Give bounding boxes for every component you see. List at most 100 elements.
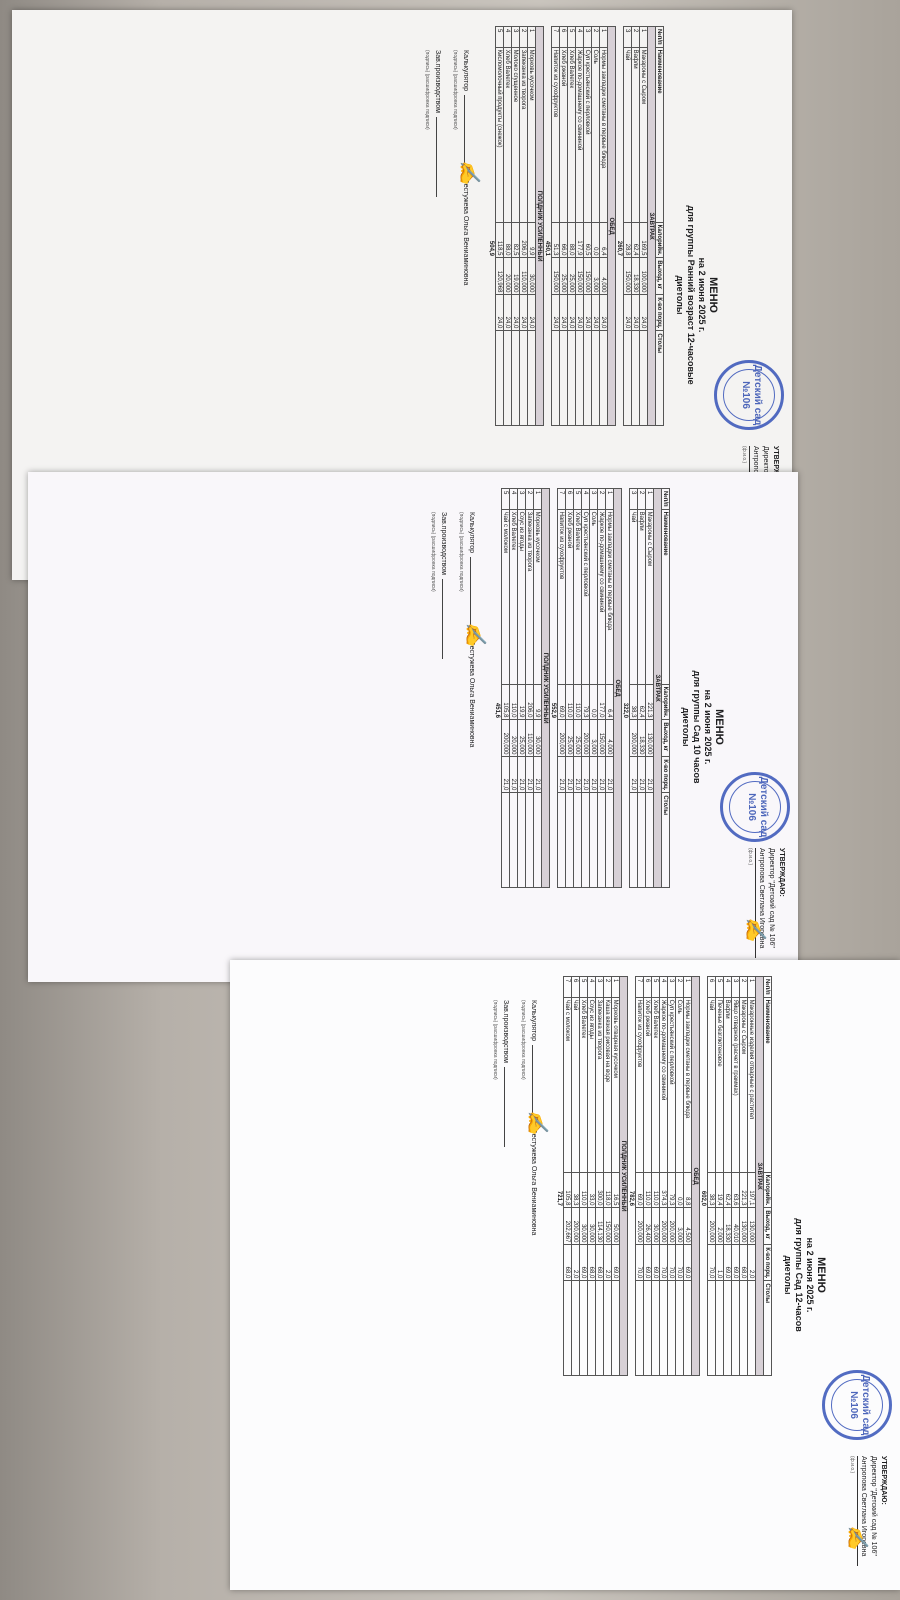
- calculator-label: Калькулятор: [462, 50, 469, 91]
- column-header: К-во порц.: [661, 756, 670, 793]
- table-cell: 25,000: [517, 719, 526, 757]
- table-cell-tables: [495, 330, 504, 426]
- table-cell: 24,0: [551, 294, 560, 331]
- table-cell: Чай: [707, 997, 716, 1173]
- table-cell: 5: [715, 976, 724, 998]
- table-cell: 2,0: [603, 1244, 612, 1281]
- section-total-row: 451,6: [494, 489, 502, 888]
- table-cell: Яйцо отварное (расчет в граммах): [731, 997, 740, 1173]
- table-cell: Хлеб Валетек: [573, 509, 582, 685]
- table-cell: 3: [517, 488, 526, 510]
- table-cell: 2,0: [747, 1244, 756, 1281]
- table-cell: 70,0: [635, 1244, 644, 1281]
- table-cell: 221,3: [739, 1172, 748, 1208]
- table-cell: 110,0: [643, 1172, 652, 1208]
- table-cell: Соус из ягоды: [587, 997, 596, 1173]
- table-cell: Макароны с Сыром: [645, 509, 654, 685]
- table-cell: 20,000: [509, 719, 518, 757]
- table-cell: 2: [631, 26, 640, 48]
- table-cell: 7: [551, 26, 560, 48]
- table-cell: 3: [667, 976, 676, 998]
- table-cell-tables: [559, 330, 568, 426]
- section-total-row: 552,9: [550, 489, 558, 888]
- table-cell: 30,000: [651, 1207, 660, 1245]
- table-cell: 300,0: [595, 1172, 604, 1208]
- table-cell: Морковь кусочком: [533, 509, 542, 685]
- table-cell-tables: [675, 1280, 684, 1376]
- table-cell: 150,000: [603, 1207, 612, 1245]
- column-header: №п/п: [655, 26, 664, 48]
- table-cell: Хлеб ржаной: [559, 47, 568, 223]
- table-cell: 9,9: [533, 684, 542, 720]
- table-cell: 25,000: [565, 719, 574, 757]
- table-cell: 69,0: [557, 684, 566, 720]
- meal-section-row: ПОЛДНИК УСИЛЕННЫЙ: [619, 976, 628, 1376]
- table-cell: 5: [495, 26, 504, 48]
- table-cell: 21,0: [501, 756, 510, 793]
- section-total-row: 450,1: [544, 27, 552, 426]
- table-cell: 3,000: [589, 719, 598, 757]
- table-cell: 110,0: [651, 1172, 660, 1208]
- table-cell: Запеканка из творога: [525, 509, 534, 685]
- table-cell: 6: [571, 976, 580, 998]
- production-head-line: Зав.производством: [500, 1000, 510, 1235]
- table-cell: 33,0: [587, 1172, 596, 1208]
- column-header: Выход, кг: [661, 719, 670, 757]
- table-cell: 24,0: [599, 294, 608, 331]
- table-cell: Суп крестьянский с перловкой: [583, 47, 592, 223]
- table-cell: 5: [567, 26, 576, 48]
- menu-date: на 2 июня 2025 г.: [805, 1237, 815, 1313]
- sheet-rotated-content: УТВЕРЖДАЮ: Директор "Детский сад № 106" …: [230, 960, 900, 1590]
- meal-section-label: ПОЛДНИК УСИЛЕННЫЙ: [619, 976, 628, 1376]
- table-cell: 202,667: [563, 1207, 572, 1245]
- table-cell: Чай с молоком: [563, 997, 572, 1173]
- table-cell-tables: [645, 792, 654, 888]
- table-cell: 1: [611, 976, 620, 998]
- table-cell: 110,0: [509, 684, 518, 720]
- table-cell: 3: [595, 976, 604, 998]
- production-head-line: Зав.производством: [432, 50, 442, 285]
- column-header: Наименование: [661, 509, 670, 685]
- table-cell: 79,3: [667, 1172, 676, 1208]
- table-cell: 5: [573, 488, 582, 510]
- table-cell: Хлеб ржаной: [643, 997, 652, 1173]
- table-cell-tables: [659, 1280, 668, 1376]
- table-cell: Хлеб Валетек: [651, 997, 660, 1173]
- table-cell-tables: [651, 1280, 660, 1376]
- table-cell: 3: [731, 976, 740, 998]
- table-cell: 21,0: [573, 756, 582, 793]
- table-cell: 25,000: [573, 719, 582, 757]
- table-cell-tables: [563, 1280, 572, 1376]
- table-cell: 118,5: [495, 222, 504, 258]
- table-cell: 3: [623, 26, 632, 48]
- table-cell: 69,0: [635, 1172, 644, 1208]
- table-cell: 7: [563, 976, 572, 998]
- table-cell: Напиток из сухофруктов: [557, 509, 566, 685]
- section-total-calories: 782,6: [628, 1190, 635, 1206]
- table-cell: 26,400: [643, 1207, 652, 1245]
- table-cell: 1: [747, 976, 756, 998]
- table-cell: 69,0: [683, 1244, 692, 1281]
- table-cell: 2: [525, 488, 534, 510]
- meal-section-row: ОБЕД: [607, 26, 616, 426]
- table-cell: 28,8: [623, 222, 632, 258]
- sheet-rotated-content: УТВЕРЖДАЮ: Директор "Детский сад № 106" …: [28, 472, 798, 982]
- table-cell-tables: [631, 330, 640, 426]
